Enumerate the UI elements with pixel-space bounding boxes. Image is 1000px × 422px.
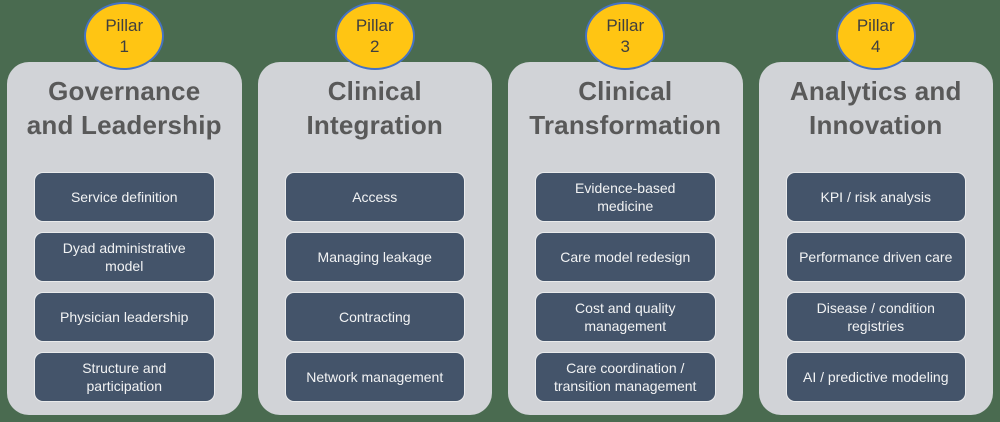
pillar-4-item-ai-predictive-modeling: AI / predictive modeling bbox=[785, 352, 966, 402]
pillar-4-item-disease-condition-registries: Disease / condition registries bbox=[785, 292, 966, 342]
pillar-3-title: Clinical Transformation bbox=[520, 74, 731, 142]
pillar-4-badge-label: Pillar bbox=[856, 16, 895, 35]
pillar-1-title-line-2: and Leadership bbox=[26, 110, 222, 140]
pillar-2-title-line-1: Clinical bbox=[327, 76, 422, 106]
pillar-4-item-performance-driven-care: Performance driven care bbox=[785, 232, 966, 282]
pillar-1-card: Governance and Leadership Service defini… bbox=[7, 62, 242, 415]
pillar-3-title-line-1: Clinical bbox=[578, 76, 673, 106]
pillar-3-title-line-2: Transformation bbox=[529, 110, 722, 140]
pillar-4-title-line-1: Analytics and bbox=[789, 76, 962, 106]
pillar-2-title: Clinical Integration bbox=[270, 74, 481, 142]
pillar-3-badge-number: 3 bbox=[620, 37, 630, 56]
pillar-1-item-dyad-administrative-model: Dyad administrative model bbox=[34, 232, 215, 282]
pillar-1-title: Governance and Leadership bbox=[19, 74, 230, 142]
pillar-1-item-structure-and-participation: Structure and participation bbox=[34, 352, 215, 402]
pillar-column-1: Pillar 1 Governance and Leadership Servi… bbox=[7, 0, 242, 422]
pillar-4-badge: Pillar 4 bbox=[835, 2, 916, 70]
pillar-1-item-physician-leadership: Physician leadership bbox=[34, 292, 215, 342]
pillar-1-title-line-1: Governance bbox=[48, 76, 201, 106]
pillar-4-title: Analytics and Innovation bbox=[771, 74, 982, 142]
pillar-column-2: Pillar 2 Clinical Integration Access Man… bbox=[257, 0, 492, 422]
pillar-4-card: Analytics and Innovation KPI / risk anal… bbox=[758, 62, 993, 415]
pillar-4-badge-number: 4 bbox=[871, 37, 881, 56]
pillar-3-item-cost-and-quality-management: Cost and quality management bbox=[535, 292, 716, 342]
pillar-column-4: Pillar 4 Analytics and Innovation KPI / … bbox=[758, 0, 993, 422]
pillar-2-badge-number: 2 bbox=[370, 37, 380, 56]
pillar-1-item-service-definition: Service definition bbox=[34, 172, 215, 222]
pillar-4-title-line-2: Innovation bbox=[809, 110, 943, 140]
pillar-1-badge-number: 1 bbox=[119, 37, 129, 56]
pillar-3-card: Clinical Transformation Evidence-based m… bbox=[508, 62, 743, 415]
pillar-2-card: Clinical Integration Access Managing lea… bbox=[257, 62, 492, 415]
pillar-3-item-care-model-redesign: Care model redesign bbox=[535, 232, 716, 282]
pillar-1-badge: Pillar 1 bbox=[84, 2, 165, 70]
pillar-3-item-care-coordination-transition-management: Care coordination / transition managemen… bbox=[535, 352, 716, 402]
pillar-3-items: Evidence-based medicine Care model redes… bbox=[520, 172, 731, 402]
pillar-column-3: Pillar 3 Clinical Transformation Evidenc… bbox=[508, 0, 743, 422]
pillar-3-badge-label: Pillar bbox=[606, 16, 645, 35]
pillar-1-items: Service definition Dyad administrative m… bbox=[19, 172, 230, 402]
pillar-2-items: Access Managing leakage Contracting Netw… bbox=[270, 172, 481, 402]
pillar-2-badge: Pillar 2 bbox=[334, 2, 415, 70]
pillar-4-item-kpi-risk-analysis: KPI / risk analysis bbox=[785, 172, 966, 222]
pillar-2-item-network-management: Network management bbox=[284, 352, 465, 402]
pillar-2-title-line-2: Integration bbox=[306, 110, 444, 140]
pillar-1-badge-label: Pillar bbox=[105, 16, 144, 35]
pillar-2-item-managing-leakage: Managing leakage bbox=[284, 232, 465, 282]
pillar-2-item-access: Access bbox=[284, 172, 465, 222]
pillar-4-items: KPI / risk analysis Performance driven c… bbox=[771, 172, 982, 402]
pillar-2-badge-label: Pillar bbox=[355, 16, 394, 35]
pillar-3-badge: Pillar 3 bbox=[585, 2, 666, 70]
pillar-3-item-evidence-based-medicine: Evidence-based medicine bbox=[535, 172, 716, 222]
pillar-2-item-contracting: Contracting bbox=[284, 292, 465, 342]
